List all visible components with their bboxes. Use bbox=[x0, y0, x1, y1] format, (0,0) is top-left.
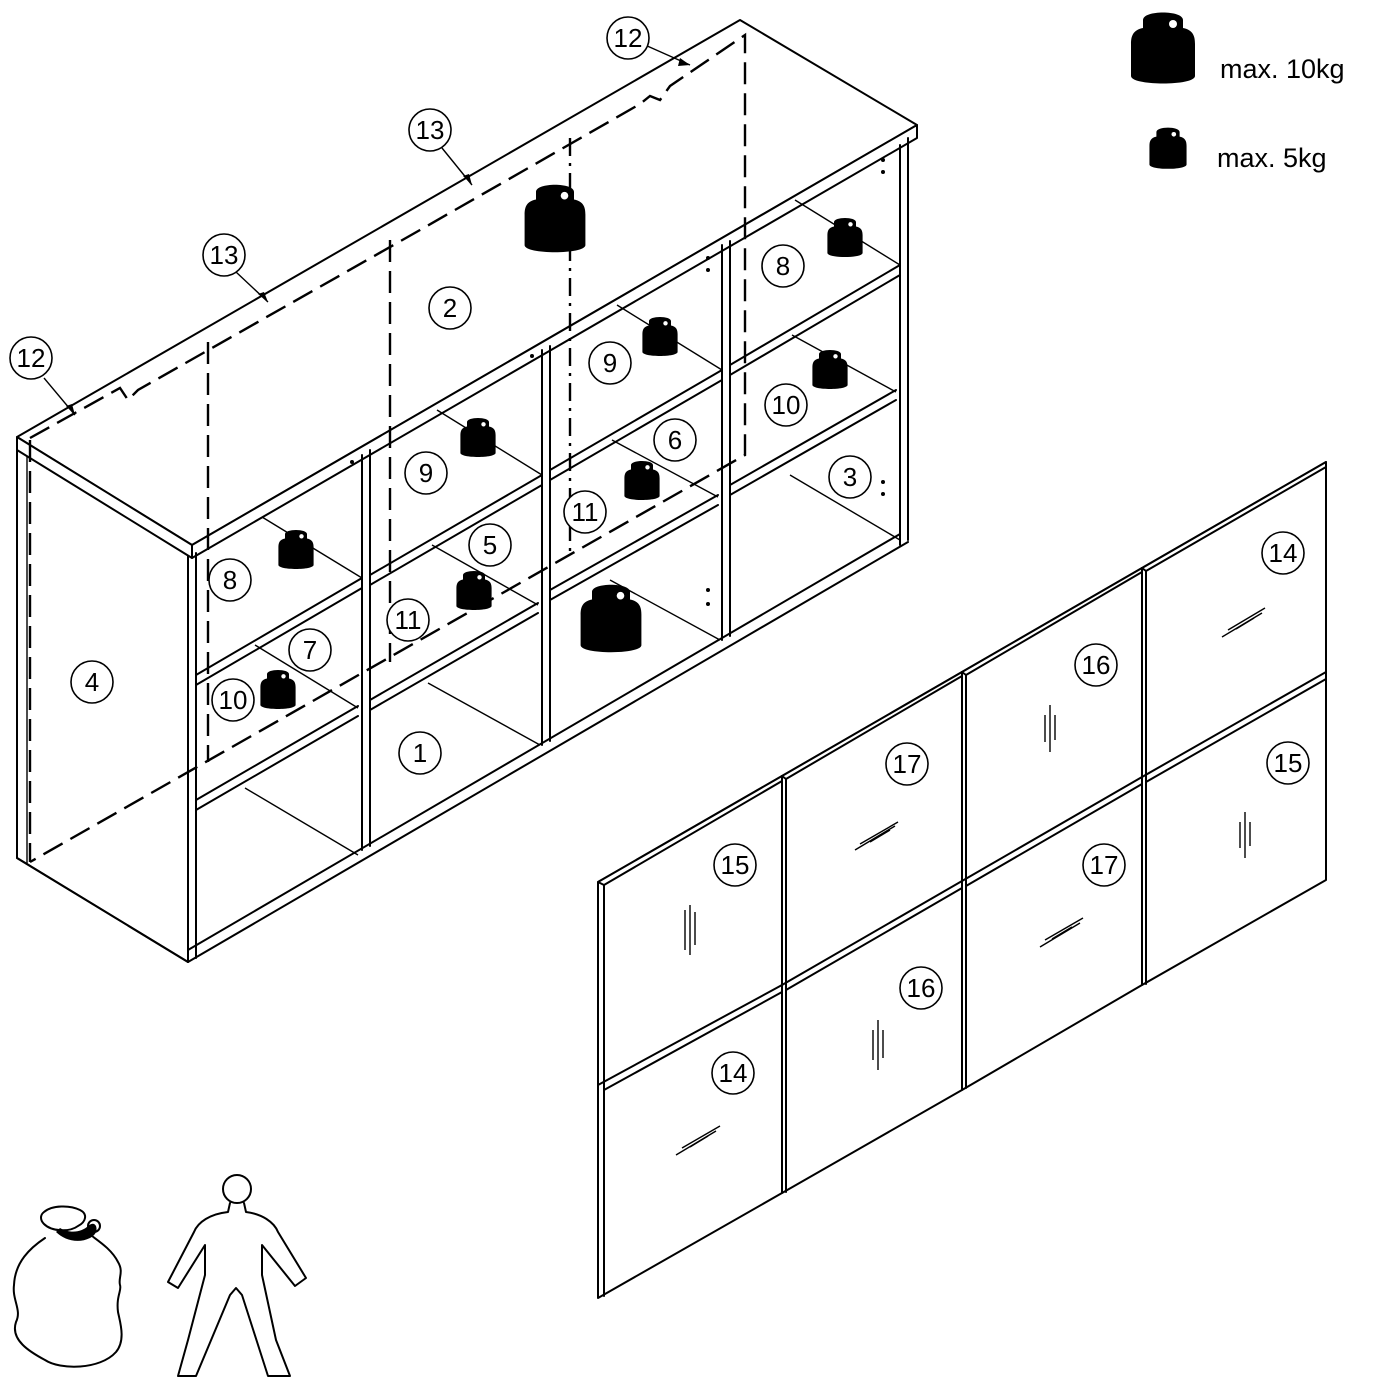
callout-7: 7 bbox=[288, 628, 332, 672]
callout-10: 10 bbox=[211, 678, 255, 722]
callout-12: 12 bbox=[9, 336, 53, 380]
callout-11: 11 bbox=[563, 490, 607, 534]
svg-text:6: 6 bbox=[668, 425, 682, 455]
callout-15: 15 bbox=[1266, 741, 1310, 785]
callout-9: 9 bbox=[404, 451, 448, 495]
weight-10kg-icon bbox=[1131, 12, 1195, 84]
svg-text:9: 9 bbox=[603, 348, 617, 378]
one-person-icon bbox=[167, 1174, 307, 1377]
svg-text:3: 3 bbox=[843, 462, 857, 492]
callout-3: 3 bbox=[828, 455, 872, 499]
part-callouts: 12 13 13 12 2 8 9 10 6 9 3 11 5 8 11 7 4… bbox=[9, 16, 1310, 1095]
svg-text:12: 12 bbox=[614, 23, 643, 53]
svg-text:10: 10 bbox=[772, 390, 801, 420]
weight-5kg-icon bbox=[460, 417, 496, 458]
callout-10: 10 bbox=[764, 383, 808, 427]
svg-text:13: 13 bbox=[416, 115, 445, 145]
svg-text:4: 4 bbox=[85, 667, 99, 697]
callout-1: 1 bbox=[398, 731, 442, 775]
svg-text:11: 11 bbox=[395, 605, 422, 635]
svg-text:14: 14 bbox=[719, 1058, 748, 1088]
svg-text:2: 2 bbox=[443, 293, 457, 323]
svg-text:9: 9 bbox=[419, 458, 433, 488]
callout-4: 4 bbox=[70, 660, 114, 704]
callout-6: 6 bbox=[653, 418, 697, 462]
leader-lines bbox=[43, 44, 691, 416]
svg-text:11: 11 bbox=[572, 497, 599, 527]
callout-12: 12 bbox=[606, 16, 650, 60]
svg-text:17: 17 bbox=[1090, 850, 1119, 880]
callout-17: 17 bbox=[885, 742, 929, 786]
weight-legend: max. 10kg max. 5kg bbox=[1131, 12, 1345, 173]
hardware-bag-icon bbox=[12, 1205, 123, 1368]
svg-text:7: 7 bbox=[303, 635, 317, 665]
svg-text:5: 5 bbox=[483, 530, 497, 560]
svg-text:14: 14 bbox=[1269, 538, 1298, 568]
back-panel-outline bbox=[29, 32, 747, 864]
callout-2: 2 bbox=[428, 286, 472, 330]
callout-16: 16 bbox=[899, 966, 943, 1010]
svg-text:1: 1 bbox=[413, 738, 427, 768]
weight-5kg-icon bbox=[278, 529, 314, 570]
svg-text:12: 12 bbox=[17, 343, 46, 373]
legend-heavy-label: max. 10kg bbox=[1220, 54, 1345, 84]
callout-14: 14 bbox=[1261, 531, 1305, 575]
callout-13: 13 bbox=[408, 108, 452, 152]
callout-16: 16 bbox=[1074, 643, 1118, 687]
callout-13: 13 bbox=[202, 233, 246, 277]
svg-text:15: 15 bbox=[1274, 748, 1303, 778]
svg-text:8: 8 bbox=[776, 251, 790, 281]
svg-text:8: 8 bbox=[223, 565, 237, 595]
callout-17: 17 bbox=[1082, 843, 1126, 887]
svg-text:16: 16 bbox=[1082, 650, 1111, 680]
svg-text:16: 16 bbox=[907, 973, 936, 1003]
callout-8: 8 bbox=[761, 244, 805, 288]
callout-15: 15 bbox=[713, 843, 757, 887]
legend-light-label: max. 5kg bbox=[1217, 143, 1327, 173]
weight-10kg-icon bbox=[580, 584, 642, 653]
weight-5kg-icon bbox=[812, 349, 848, 390]
svg-text:13: 13 bbox=[210, 240, 239, 270]
weight-5kg-icon bbox=[260, 669, 296, 710]
callout-5: 5 bbox=[468, 523, 512, 567]
door-panel bbox=[597, 775, 783, 1299]
callout-8: 8 bbox=[208, 558, 252, 602]
weight-5kg-icon bbox=[642, 316, 678, 357]
weight-5kg-icon bbox=[456, 570, 492, 611]
svg-text:17: 17 bbox=[893, 749, 922, 779]
callout-11: 11 bbox=[386, 598, 430, 642]
cabinet bbox=[16, 19, 918, 963]
svg-text:15: 15 bbox=[721, 850, 750, 880]
callout-14: 14 bbox=[711, 1051, 755, 1095]
callout-9: 9 bbox=[588, 341, 632, 385]
svg-text:10: 10 bbox=[219, 685, 248, 715]
weight-5kg-icon bbox=[1149, 127, 1187, 169]
weight-5kg-icon bbox=[624, 460, 660, 501]
doors bbox=[597, 461, 1327, 1299]
